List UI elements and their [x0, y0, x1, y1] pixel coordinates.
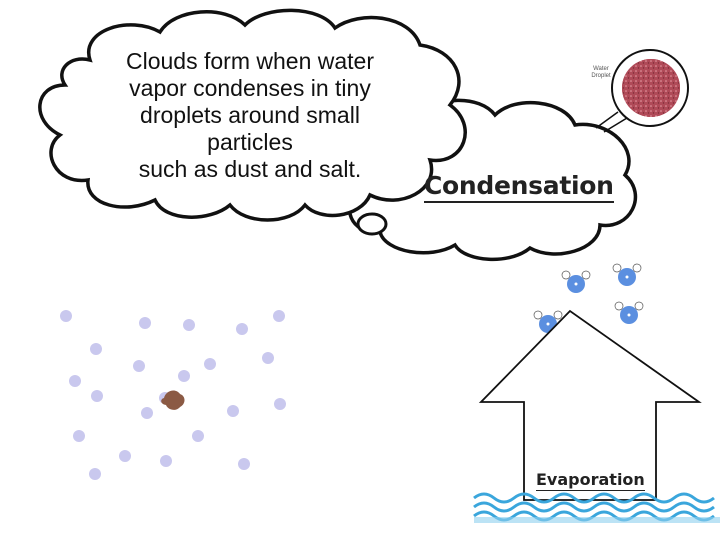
water-molecule-icon	[612, 263, 642, 286]
bubble-line: Clouds form when water	[126, 48, 374, 74]
bubble-line: vapor condenses in tiny	[129, 75, 371, 101]
droplet-label: Water Droplet	[591, 66, 611, 79]
water-waves-icon	[473, 492, 715, 522]
speech-cloud-text: Clouds form when water vapor condenses i…	[70, 48, 430, 183]
zoom-line	[595, 111, 619, 129]
speech-cloud	[38, 8, 467, 222]
thought-bubble-small	[356, 212, 388, 236]
dust-particle-icon	[161, 390, 185, 410]
evaporation-label: Evaporation	[536, 470, 645, 491]
bubble-line: droplets around small	[140, 102, 360, 128]
water-surface	[474, 517, 720, 523]
bubble-line: particles	[207, 129, 293, 155]
condensation-label: Condensation	[424, 171, 614, 203]
bubble-line: such as dust and salt.	[138, 156, 362, 182]
water-molecule-icon	[561, 270, 591, 293]
water-molecules	[533, 263, 644, 333]
water-molecule-icon	[614, 301, 644, 324]
